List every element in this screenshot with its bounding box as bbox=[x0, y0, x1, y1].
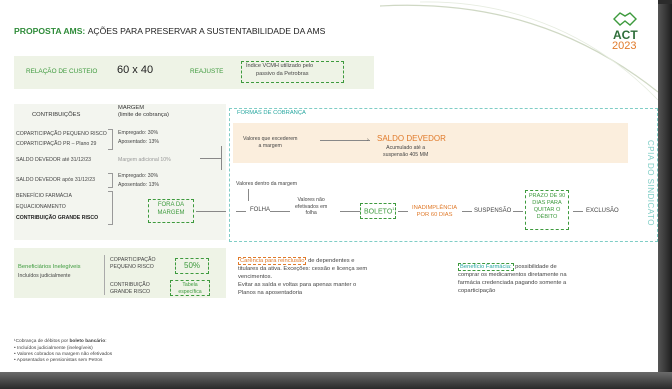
farmacia-box: Benefício Farmácia: possibilidade de com… bbox=[458, 263, 567, 294]
margem-header: MARGEM(limite de cobrança) bbox=[118, 105, 169, 119]
contrib-row: COPARTICIPAÇÃO PR – Plano 29 bbox=[16, 141, 97, 147]
indice-box bbox=[241, 61, 344, 83]
arrow bbox=[398, 211, 408, 212]
formas-panel bbox=[229, 108, 658, 242]
custeio-value: 60 x 40 bbox=[117, 64, 154, 76]
bracket bbox=[108, 129, 113, 150]
contrib-band bbox=[14, 104, 226, 240]
arrow bbox=[573, 211, 583, 212]
arrow bbox=[320, 140, 370, 141]
contrib-row: CONTRIBUIÇÃO GRANDE RISCO bbox=[16, 215, 99, 221]
fora-margem-box bbox=[148, 199, 194, 223]
inelegiveis-title: Beneficiários Inelegíveis bbox=[18, 264, 81, 270]
boleto-label: BOLETO1 bbox=[364, 206, 395, 216]
slide-shadow bbox=[0, 372, 672, 389]
pct-value: 50% bbox=[184, 261, 201, 270]
watermark-side-label: CPIA DO SINDICATO bbox=[646, 140, 655, 226]
footnote-title: ¹Cobrança de débitos por boleto bancário… bbox=[14, 339, 107, 344]
bracket bbox=[108, 173, 113, 188]
slide-shadow bbox=[658, 4, 672, 389]
page-title: PROPOSTA AMS: AÇÕES PARA PRESERVAR A SUS… bbox=[14, 26, 326, 36]
arrow bbox=[236, 211, 246, 212]
slide: PROPOSTA AMS: AÇÕES PARA PRESERVAR A SUS… bbox=[0, 0, 658, 372]
prazo-box bbox=[525, 190, 569, 230]
saldo-devedor-panel bbox=[233, 123, 628, 163]
exclusao-label: EXCLUSÃO bbox=[586, 208, 619, 214]
carencia-highlight: Carência para reinclusão bbox=[238, 257, 307, 265]
footnote-item: • Valores cobrados na margem não efetiva… bbox=[14, 352, 113, 357]
connector bbox=[221, 146, 222, 170]
pct-box bbox=[175, 258, 209, 274]
contrib-row: COPARTICIPAÇÃO PEQUENO RISCO bbox=[16, 131, 107, 137]
bracket bbox=[104, 255, 105, 295]
bracket bbox=[108, 191, 113, 225]
margem-emp: Empregado: 30% bbox=[118, 130, 159, 136]
margem-emp: Empregado: 30% bbox=[118, 173, 159, 179]
logo-act: ACT bbox=[613, 28, 638, 42]
decorative-swoosh bbox=[380, 1, 658, 101]
connector bbox=[196, 211, 226, 212]
formas-title: FORMAS DE COBRANÇA bbox=[237, 110, 306, 116]
contrib-header: CONTRIBUIÇÕES bbox=[32, 112, 81, 118]
arrow bbox=[513, 211, 523, 212]
suspensao-label: SUSPENSÃO bbox=[474, 208, 512, 214]
margem-apos: Aposentado: 13% bbox=[118, 182, 159, 188]
inelegiveis-sub: Incluídos judicialmente bbox=[18, 273, 71, 279]
custeio-label: RELAÇÃO DE CUSTEIO bbox=[26, 68, 98, 75]
contrib-row: SALDO DEVEDOR após 31/12/23 bbox=[16, 177, 96, 183]
dentro-margem-text: Valores dentro da margem bbox=[236, 181, 298, 187]
carencia-box: Carência para reinclusão de dependentes … bbox=[238, 257, 368, 296]
indice-line2: passivo da Petrobras bbox=[256, 71, 309, 77]
tabela-box bbox=[170, 280, 210, 296]
contrib-row: SALDO DEVEDOR até 31/12/23 bbox=[16, 157, 91, 163]
logo-year: 2023 bbox=[612, 40, 637, 52]
contrib-row: EQUACIONAMENTO bbox=[16, 204, 66, 210]
boleto-box bbox=[360, 203, 396, 219]
margem-adicional: Margem adicional 10% bbox=[118, 157, 171, 163]
connector bbox=[248, 189, 249, 201]
handshake-icon bbox=[613, 12, 637, 26]
folha-label: FOLHA bbox=[250, 207, 271, 213]
footnote-item: • Aposentados e pensionistas sem Petros bbox=[14, 358, 103, 363]
arrow-head: › bbox=[367, 137, 369, 143]
arrow bbox=[340, 211, 360, 212]
saldo-devedor-label: SALDO DEVEDOR bbox=[377, 134, 446, 143]
contrib-row: BENEFÍCIO FARMÁCIA bbox=[16, 193, 72, 199]
margem-apos: Aposentado: 13% bbox=[118, 139, 159, 145]
indice-line1: Índice VCMH utilizado pelo bbox=[246, 63, 314, 69]
arrow bbox=[462, 211, 472, 212]
reajuste-label: REAJUSTE bbox=[190, 68, 224, 75]
connector bbox=[200, 158, 222, 159]
arrow bbox=[270, 211, 290, 212]
farmacia-highlight: Benefício Farmácia: bbox=[458, 263, 514, 271]
footnote-item: • Incluídos judicialmente (inelegíveis) bbox=[14, 346, 93, 351]
